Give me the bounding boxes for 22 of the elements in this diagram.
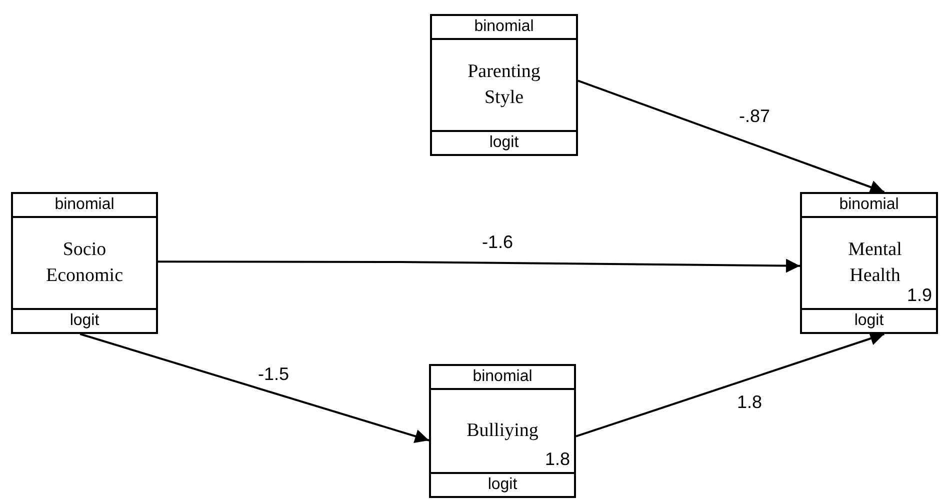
arrow (576, 332, 884, 438)
variable-box (800, 192, 938, 334)
distribution-label: binomial (13, 194, 156, 218)
arrow (80, 333, 430, 443)
distribution-label: binomial (432, 16, 576, 40)
link-function-label: logit (432, 130, 576, 154)
distribution-label: binomial (431, 366, 574, 390)
link-function-label: logit (802, 308, 936, 332)
variable-box (11, 192, 158, 334)
arrow (158, 258, 800, 273)
value-label: 1.9 (906, 285, 932, 306)
variable-name: Socio Economic (44, 238, 124, 288)
link-function-label: logit (13, 308, 156, 332)
variable-box (430, 14, 578, 156)
variable-box (429, 364, 576, 498)
distribution-label: binomial (802, 194, 936, 218)
value-label: 1.8 (544, 449, 570, 470)
variable-name: Mental Health (847, 238, 903, 288)
variable-name: Bulliying (466, 419, 538, 443)
link-function-label: logit (431, 472, 574, 496)
arrow (578, 80, 885, 194)
variable-name: Parenting Style (466, 60, 542, 110)
